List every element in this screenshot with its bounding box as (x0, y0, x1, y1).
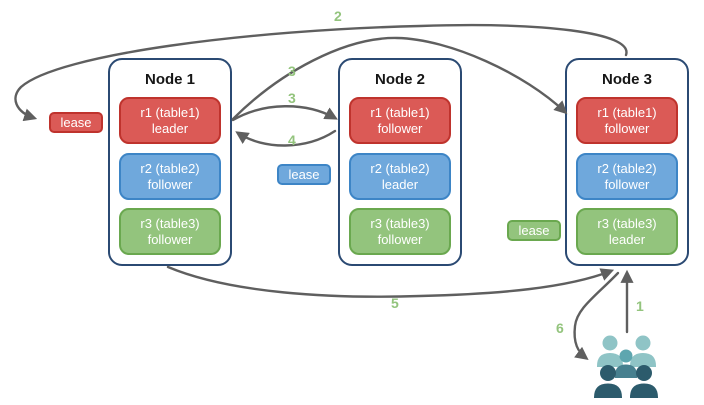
replica-label: r1 (table1) (140, 104, 200, 120)
replica-role: follower (377, 231, 423, 247)
arrow-step4-node2-to-leader (235, 129, 337, 147)
replica-label: r3 (table3) (597, 215, 657, 231)
replica-role: follower (147, 231, 193, 247)
step-label-1: 1 (636, 298, 644, 314)
replica-role: follower (377, 120, 423, 136)
replica-role: follower (147, 176, 193, 192)
replica-label: r2 (table2) (140, 160, 200, 176)
step-label-5: 5 (391, 295, 399, 311)
replica-label: r3 (table3) (140, 215, 200, 231)
person-front-right-head (636, 365, 652, 381)
replica-label: r1 (table1) (370, 104, 430, 120)
users-icon-front-row (594, 365, 658, 398)
person-back-right-body (630, 353, 656, 367)
node-box-3: Node 3 r1 (table1) follower r2 (table2) … (565, 58, 689, 266)
node-box-2: Node 2 r1 (table1) follower r2 (table2) … (338, 58, 462, 266)
users-icon (594, 335, 658, 398)
node3-replica-r2: r2 (table2) follower (576, 153, 678, 200)
node-1-title: Node 1 (144, 71, 195, 88)
step-label-6: 6 (556, 320, 564, 336)
person-back-left-head (602, 335, 618, 351)
node1-replica-r3: r3 (table3) follower (119, 208, 221, 255)
lease-badge-r2: lease (277, 164, 331, 185)
users-icon-middle (615, 349, 637, 378)
node-3-title: Node 3 (601, 71, 652, 88)
node2-replica-r1: r1 (table1) follower (349, 97, 451, 144)
step-label-4: 4 (288, 132, 296, 148)
step-label-3b: 3 (288, 90, 296, 106)
lease-badge-r3: lease (507, 220, 561, 241)
arrow-step3-leader-to-node2 (231, 105, 338, 122)
person-front-left-body (594, 383, 622, 398)
person-front-left-head (600, 365, 616, 381)
person-front-right-body (630, 383, 658, 398)
node2-replica-r3: r3 (table3) follower (349, 208, 451, 255)
node1-replica-r1: r1 (table1) leader (119, 97, 221, 144)
person-middle-body (615, 364, 637, 378)
step-label-2: 2 (334, 8, 342, 24)
replica-label: r2 (table2) (370, 160, 430, 176)
person-middle-head (619, 349, 633, 363)
replica-role: leader (608, 231, 646, 247)
node2-replica-r2: r2 (table2) leader (349, 153, 451, 200)
replica-role: follower (604, 120, 650, 136)
replica-role: leader (151, 120, 189, 136)
replica-label: r3 (table3) (370, 215, 430, 231)
replica-role: leader (381, 176, 419, 192)
replica-role: follower (604, 176, 650, 192)
person-back-left-body (597, 353, 623, 367)
lease-badge-r1: lease (49, 112, 103, 133)
node3-replica-r3: r3 (table3) leader (576, 208, 678, 255)
person-back-right-head (635, 335, 651, 351)
replica-label: r2 (table2) (597, 160, 657, 176)
arrow-step5-node1-to-node3 (166, 265, 615, 298)
step-label-3a: 3 (288, 63, 296, 79)
replica-label: r1 (table1) (597, 104, 657, 120)
node1-replica-r2: r2 (table2) follower (119, 153, 221, 200)
node3-replica-r1: r1 (table1) follower (576, 97, 678, 144)
node-box-1: Node 1 r1 (table1) leader r2 (table2) fo… (108, 58, 232, 266)
node-2-title: Node 2 (374, 71, 425, 88)
